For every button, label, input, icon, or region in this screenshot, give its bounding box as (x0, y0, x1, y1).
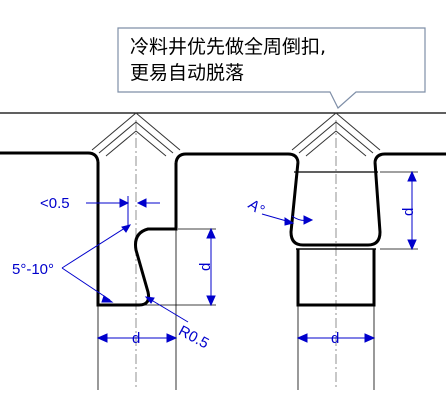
extension-lines (97, 171, 418, 390)
callout-text: 冷料井优先做全周倒扣, 更易自动脱落 (130, 34, 420, 86)
width-right-label: d (331, 330, 339, 347)
callout-line-2: 更易自动脱落 (130, 62, 245, 84)
callout-line-1: 冷料井优先做全周倒扣, (130, 36, 327, 58)
angle-range-label: 5°-10° (12, 261, 54, 278)
cold-well-left (96, 162, 178, 307)
sprue-cone-left (91, 112, 181, 157)
gap-label: <0.5 (40, 195, 70, 212)
width-left-label: d (132, 330, 140, 347)
callout-bubble (117, 27, 426, 109)
runner-outline (0, 151, 446, 164)
radius-label: R0.5 (176, 322, 212, 352)
depth-left-label: d (197, 263, 214, 271)
depth-right-label: d (400, 208, 417, 216)
angle-label: A° (245, 196, 268, 219)
cold-well-right (289, 161, 382, 307)
sprue-cone-right (291, 112, 381, 157)
dimension-graphics (61, 170, 417, 343)
